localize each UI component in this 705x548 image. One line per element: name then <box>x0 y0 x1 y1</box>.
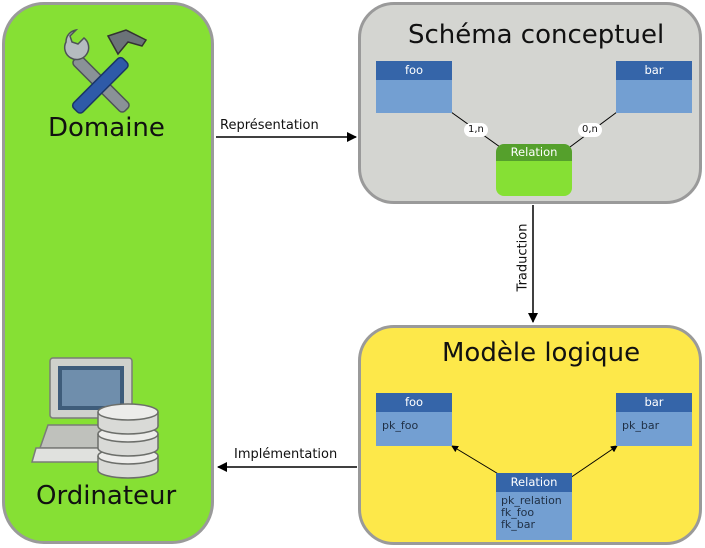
relation-field: fk_bar <box>501 518 535 531</box>
computer-database-icon <box>31 357 159 479</box>
entity-name: foo <box>376 61 452 80</box>
relation-field: fk_foo <box>501 506 535 519</box>
entity-name: foo <box>376 393 452 412</box>
entity-field: pk_foo <box>382 419 419 432</box>
representation-label: Représentation <box>220 118 319 133</box>
relation-name: Relation <box>496 473 572 492</box>
logic-link-foo <box>451 445 506 479</box>
entity-name: bar <box>616 393 692 412</box>
entity-name: bar <box>616 61 692 80</box>
logic-relation: Relation pk_relation fk_foo fk_bar <box>496 473 572 540</box>
cardinality-bar: 0,n <box>578 123 602 137</box>
cardinality-foo: 1,n <box>464 123 488 137</box>
schema-entity-bar: bar <box>616 61 692 113</box>
schema-entity-foo: foo <box>376 61 452 113</box>
computer-title: Ordinateur <box>36 481 177 511</box>
implementation-label: Implémentation <box>234 447 338 462</box>
logic-entity-bar: bar pk_bar <box>616 393 692 446</box>
schema-title: Schéma conceptuel <box>408 20 665 50</box>
tools-icon <box>63 28 148 114</box>
domain-title: Domaine <box>48 113 165 143</box>
schema-relation: Relation <box>496 144 572 196</box>
relation-name: Relation <box>496 144 572 161</box>
logic-link-bar <box>569 445 618 479</box>
entity-field: pk_bar <box>622 419 660 432</box>
traduction-label: Traduction <box>515 223 531 292</box>
relation-field: pk_relation <box>501 494 562 507</box>
logic-title: Modèle logique <box>442 338 641 368</box>
logic-entity-foo: foo pk_foo <box>376 393 452 446</box>
